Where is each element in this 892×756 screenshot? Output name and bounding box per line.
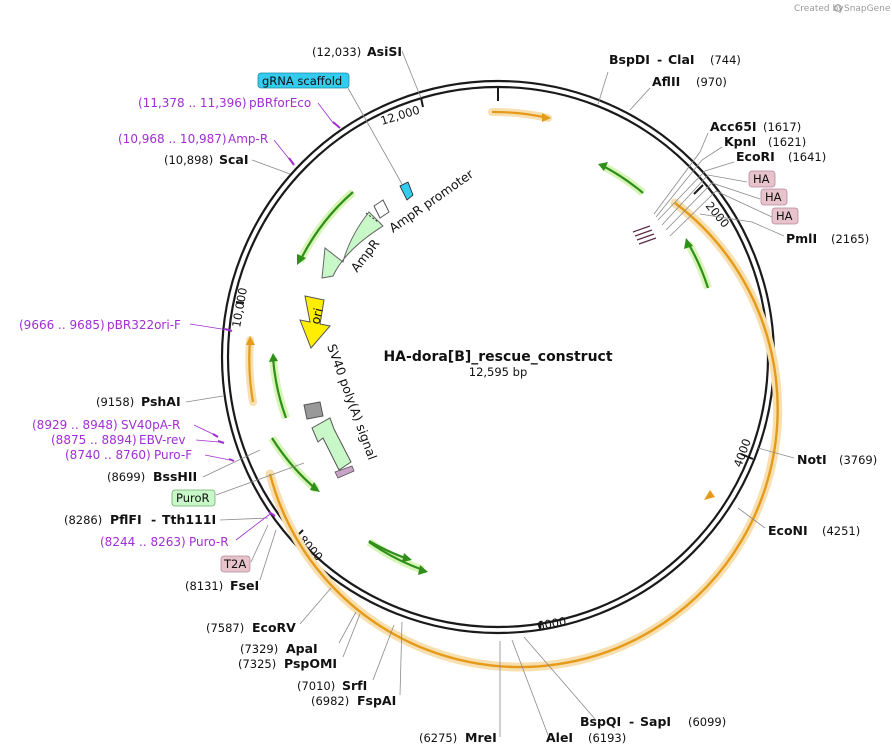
ha-box-1	[748, 170, 776, 188]
site-fsei-pos: (8131)	[185, 579, 223, 593]
site-bspqi-sep: -	[629, 714, 634, 729]
primer-sv40pa-r-range: (8929 .. 8948)	[32, 418, 118, 432]
site-alei-pos: (6193)	[588, 731, 626, 745]
site-ecori-name: EcoRI	[736, 149, 775, 164]
primer-amp-r-range: (10,968 .. 10,987)	[118, 132, 227, 146]
site-fspai-name: FspAI	[357, 693, 396, 708]
orf-large-arc	[265, 198, 783, 672]
primer-pbrforeco-name: pBRforEco	[249, 96, 311, 110]
site-ecori-pos: (1641)	[788, 150, 826, 164]
ori-label: ori	[307, 306, 325, 325]
ha-label-3: HA	[776, 209, 793, 223]
primer-puro-r-name: Puro-R	[189, 535, 229, 549]
site-ecorv-pos: (7587)	[206, 621, 244, 635]
site-econi-pos: (4251)	[822, 524, 860, 538]
site-srfi-pos: (7010)	[297, 679, 335, 693]
site-pspomi-name: PspOMI	[284, 656, 337, 671]
site-pmli-pos: (2165)	[831, 232, 869, 246]
site-bspdi-pos: (744)	[710, 53, 741, 67]
tick-label-10000: 10,000	[229, 286, 250, 328]
site-scai-pos: (10,898)	[164, 153, 213, 167]
primer-puro-f-range: (8740 .. 8760)	[65, 448, 151, 462]
t2a-box	[220, 555, 251, 573]
site-bspdi-sep: -	[657, 52, 662, 67]
primer-ebv-rev-range: (8875 .. 8894)	[51, 433, 137, 447]
site-leaders	[185, 50, 795, 737]
site-pflfi-pos: (8286)	[64, 513, 102, 527]
primer-leaders	[189, 102, 341, 541]
site-kpni-pos: (1621)	[768, 135, 806, 149]
ori-feature	[299, 295, 331, 349]
primer-ebv-rev-name: EBV-rev	[139, 433, 185, 447]
site-pshai-pos: (9158)	[96, 395, 134, 409]
site-alei-name: AleI	[546, 730, 573, 745]
site-noti-pos: (3769)	[839, 453, 877, 467]
ampr-promoter-feature	[373, 199, 390, 219]
site-bspdi-name: BspDI	[609, 52, 650, 67]
site-fsei-name: FseI	[230, 578, 259, 593]
site-kpni-name: KpnI	[724, 134, 756, 149]
ha-tag-cluster	[632, 225, 657, 245]
credit-brand: SnapGene	[844, 4, 891, 14]
primer-puro-f-name: Puro-F	[154, 448, 192, 462]
sv40-feature	[303, 401, 324, 420]
puror-box	[171, 489, 216, 507]
grna-scaffold-box	[257, 72, 350, 89]
snapgene-logo-icon	[834, 4, 842, 12]
orf-top-arc	[488, 107, 552, 122]
puror-inner-arrow	[311, 417, 355, 479]
credit-created-by: Created by	[794, 4, 844, 14]
site-srfi-name: SrfI	[342, 678, 367, 693]
plasmid-length: 12,595 bp	[469, 365, 528, 379]
puror-label: PuroR	[176, 491, 210, 505]
site-bspqi-pos: (6099)	[688, 715, 726, 729]
site-fspai-pos: (6982)	[311, 694, 349, 708]
ha-box-3	[771, 207, 799, 225]
grna-scaffold-feature	[399, 181, 414, 201]
site-acc65i-name: Acc65I	[710, 119, 757, 134]
site-mrei-name: MreI	[465, 730, 497, 745]
site-aflii-pos: (970)	[696, 75, 727, 89]
primer-pbr322ori-f-range: (9666 .. 9685)	[19, 318, 105, 332]
tick-label-6000: 6000	[536, 614, 567, 633]
site-clai-name: ClaI	[668, 52, 695, 67]
site-mrei-pos: (6275)	[419, 731, 457, 745]
site-acc65i-pos: (1617)	[763, 120, 801, 134]
site-pflfi-sep: -	[151, 512, 156, 527]
ampr-feature	[321, 211, 384, 279]
ha-box-2	[760, 188, 788, 206]
green-arrows	[268, 162, 712, 575]
site-bspqi-name: BspQI	[580, 714, 621, 729]
site-scai-name: ScaI	[219, 152, 249, 167]
ha-label-1: HA	[753, 172, 770, 186]
site-asisi-pos: (12,033)	[312, 45, 361, 59]
site-econi-name: EcoNI	[768, 523, 808, 538]
site-pflfi-name: PflFI	[110, 512, 142, 527]
site-sapi-name: SapI	[640, 714, 671, 729]
primer-amp-r-name: Amp-R	[228, 132, 268, 146]
site-pspomi-pos: (7325)	[238, 657, 276, 671]
ampr-promoter-label: AmpR promoter	[386, 166, 477, 236]
site-noti-name: NotI	[797, 452, 827, 467]
site-apai-name: ApaI	[286, 641, 318, 656]
ha-label-2: HA	[765, 190, 782, 204]
t2a-label: T2A	[223, 557, 246, 571]
site-bsshii-pos: (8699)	[107, 470, 145, 484]
site-tth111i-name: Tth111I	[162, 512, 216, 527]
site-pmli-name: PmlI	[786, 231, 817, 246]
site-asisi-name: AsiSI	[367, 44, 402, 59]
primer-sv40pa-r-name: SV40pA-R	[121, 418, 180, 432]
plasmid-name: HA-dora[B]_rescue_construct	[383, 349, 612, 365]
primer-pbr322ori-f-name: pBR322ori-F	[107, 318, 181, 332]
grna-scaffold-label: gRNA scaffold	[262, 74, 342, 88]
primer-puro-r-range: (8244 .. 8263)	[100, 535, 186, 549]
primer-pbrforeco-range: (11,378 .. 11,396)	[138, 96, 247, 110]
orf-left-arc	[245, 336, 257, 406]
site-bsshii-name: BssHII	[153, 469, 197, 484]
site-apai-pos: (7329)	[240, 642, 278, 656]
site-ecorv-name: EcoRV	[252, 620, 296, 635]
site-aflii-name: AflII	[652, 74, 680, 89]
site-pshai-name: PshAI	[141, 394, 181, 409]
